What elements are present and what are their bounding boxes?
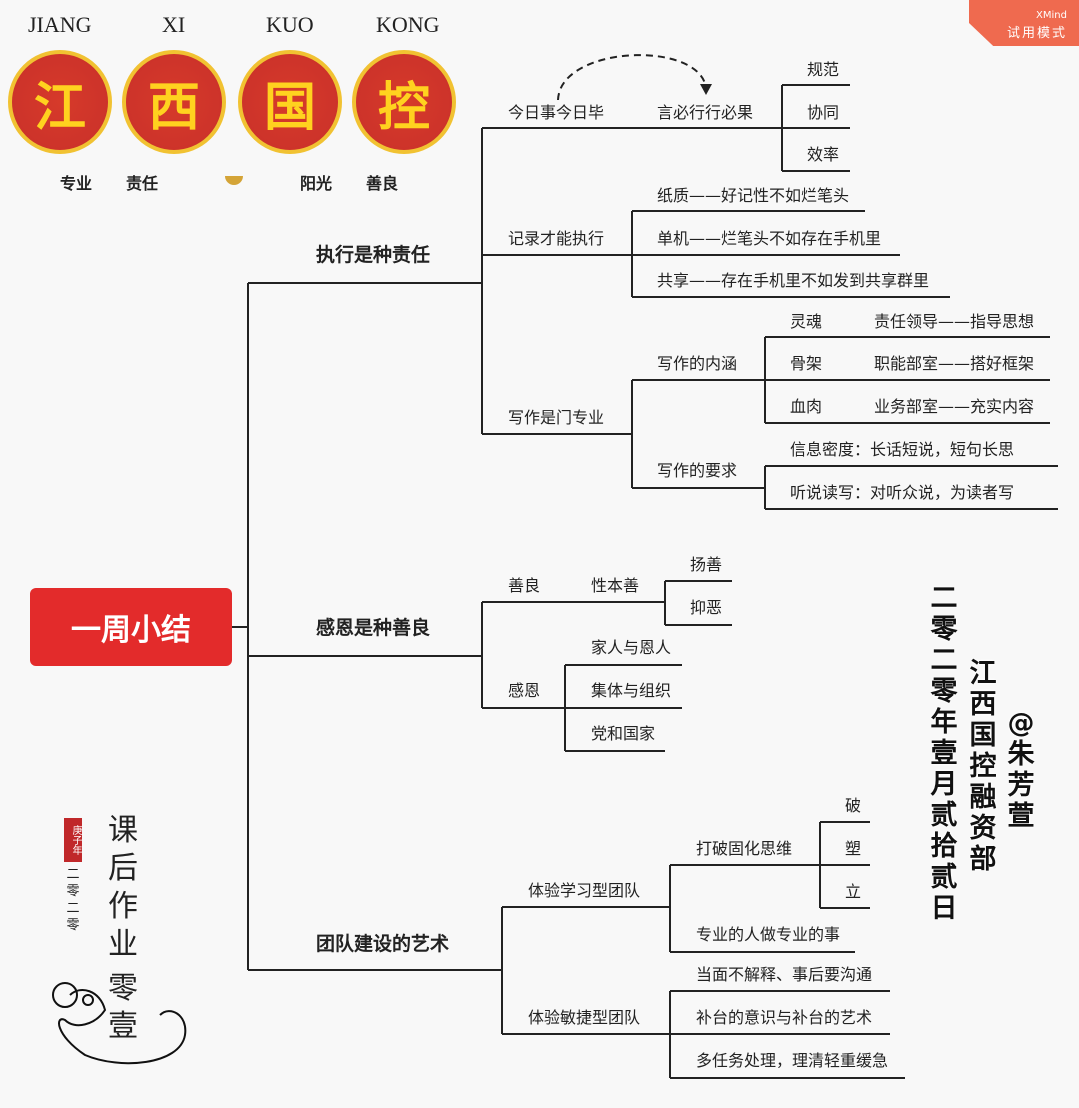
topic[interactable]: 言必行行必果: [657, 103, 754, 122]
branch-execution[interactable]: 执行是种责任: [316, 244, 431, 266]
leaf[interactable]: 当面不解释、事后要沟通: [696, 965, 873, 984]
leaf[interactable]: 抑恶: [690, 598, 723, 617]
pinyin-xi: XI: [162, 12, 186, 37]
signature-dept: 江西国控 融资部: [969, 658, 997, 875]
leaf[interactable]: 协同: [807, 103, 840, 122]
logo-circle-jiang: 江: [8, 50, 112, 154]
leaf[interactable]: 党和国家: [591, 724, 656, 743]
leaf[interactable]: 集体与组织: [591, 681, 672, 700]
leaf[interactable]: 责任领导——指导思想: [874, 312, 1035, 331]
motto: 阳光: [300, 174, 333, 193]
logo-circle-kong: 控: [352, 50, 456, 154]
leaf[interactable]: 信息密度：长话短说，短句长思: [790, 440, 1015, 459]
pinyin-jiang: JIANG: [28, 12, 92, 37]
badge-brand: XMind: [1036, 10, 1067, 21]
mouse-icon: [52, 982, 187, 1065]
signature-author: @朱芳萱: [1007, 708, 1035, 832]
leaf[interactable]: 共享——存在手机里不如发到共享群里: [657, 271, 930, 290]
topic[interactable]: 记录才能执行: [508, 229, 605, 248]
homework-year: 二零二零: [66, 867, 80, 933]
leaf[interactable]: 扬善: [690, 555, 723, 574]
topic[interactable]: 善良: [508, 576, 541, 595]
topic[interactable]: 写作的要求: [657, 461, 738, 480]
topic[interactable]: 感恩: [508, 681, 541, 700]
topic[interactable]: 性本善: [591, 576, 640, 595]
topic[interactable]: 写作的内涵: [657, 354, 738, 373]
leaf[interactable]: 补台的意识与补台的艺术: [696, 1008, 873, 1027]
pinyin-kong: KONG: [376, 12, 440, 37]
leaf[interactable]: 单机——烂笔头不如存在手机里: [657, 229, 882, 248]
leaf[interactable]: 破: [845, 796, 862, 815]
dashed-relation-arrow: [557, 54, 707, 101]
leaf[interactable]: 职能部室——搭好框架: [874, 354, 1035, 373]
leaf[interactable]: 纸质——好记性不如烂笔头: [657, 186, 850, 205]
leaf[interactable]: 规范: [807, 60, 840, 79]
seal-stamp: 庚子年: [64, 818, 82, 862]
leaf[interactable]: 立: [845, 882, 862, 901]
branch-gratitude[interactable]: 感恩是种善良: [316, 617, 431, 639]
motto: 责任: [126, 174, 159, 193]
gold-ingot-icon: [225, 176, 243, 185]
pinyin-kuo: KUO: [266, 12, 314, 37]
xmind-trial-badge[interactable]: XMind 试用模式: [969, 0, 1079, 46]
leaf[interactable]: 业务部室——充实内容: [874, 397, 1035, 416]
leaf[interactable]: 血肉: [790, 397, 823, 416]
motto: 善良: [366, 174, 399, 193]
logo-circle-guo: 国: [238, 50, 342, 154]
branch-team[interactable]: 团队建设的艺术: [316, 933, 450, 955]
leaf[interactable]: 塑: [845, 839, 862, 858]
leaf[interactable]: 骨架: [790, 354, 823, 373]
leaf[interactable]: 效率: [807, 145, 840, 164]
topic[interactable]: 体验敏捷型团队: [528, 1008, 641, 1027]
signature-date: 二零二零年 壹月 贰拾贰日: [930, 583, 958, 924]
topic[interactable]: 写作是门专业: [508, 408, 605, 427]
leaf[interactable]: 灵魂: [790, 312, 823, 331]
homework-title: 课后作业: [108, 813, 138, 962]
leaf[interactable]: 多任务处理，理清轻重缓急: [696, 1051, 889, 1070]
leaf[interactable]: 专业的人做专业的事: [696, 925, 841, 944]
topic[interactable]: 打破固化思维: [696, 839, 793, 858]
leaf[interactable]: 家人与恩人: [591, 638, 672, 657]
badge-mode: 试用模式: [1006, 26, 1067, 41]
leaf[interactable]: 听说读写：对听众说，为读者写: [790, 483, 1015, 502]
topic[interactable]: 体验学习型团队: [528, 881, 641, 900]
root-topic[interactable]: 一周小结: [30, 588, 232, 666]
motto: 专业: [60, 174, 93, 193]
logo-circle-xi: 西: [122, 50, 226, 154]
homework-number: 零壹: [108, 971, 138, 1044]
topic[interactable]: 今日事今日毕: [508, 103, 605, 122]
